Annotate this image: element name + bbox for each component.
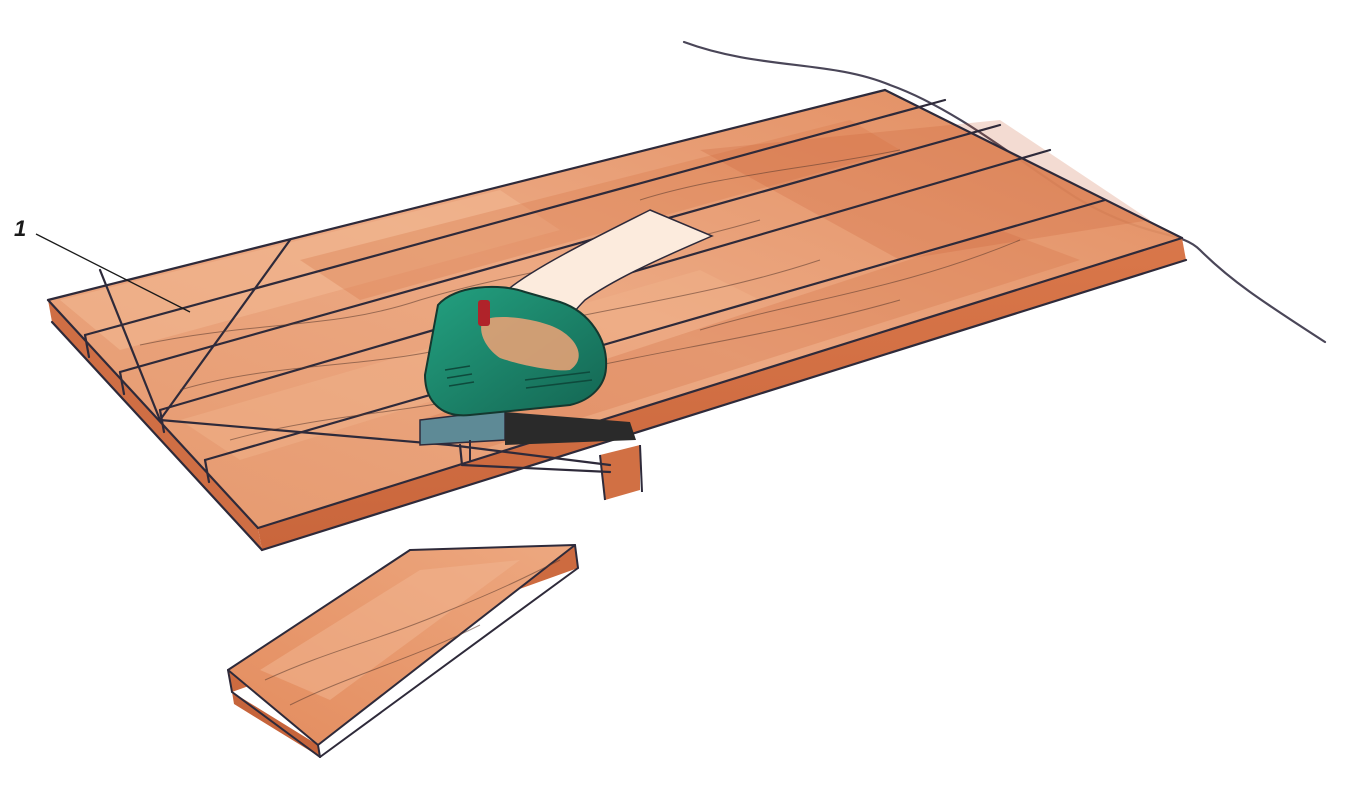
offcut-board [228,545,578,757]
callout-label: 1 [14,216,26,241]
wooden-panel [48,90,1186,550]
jigsaw-trigger [478,300,490,326]
